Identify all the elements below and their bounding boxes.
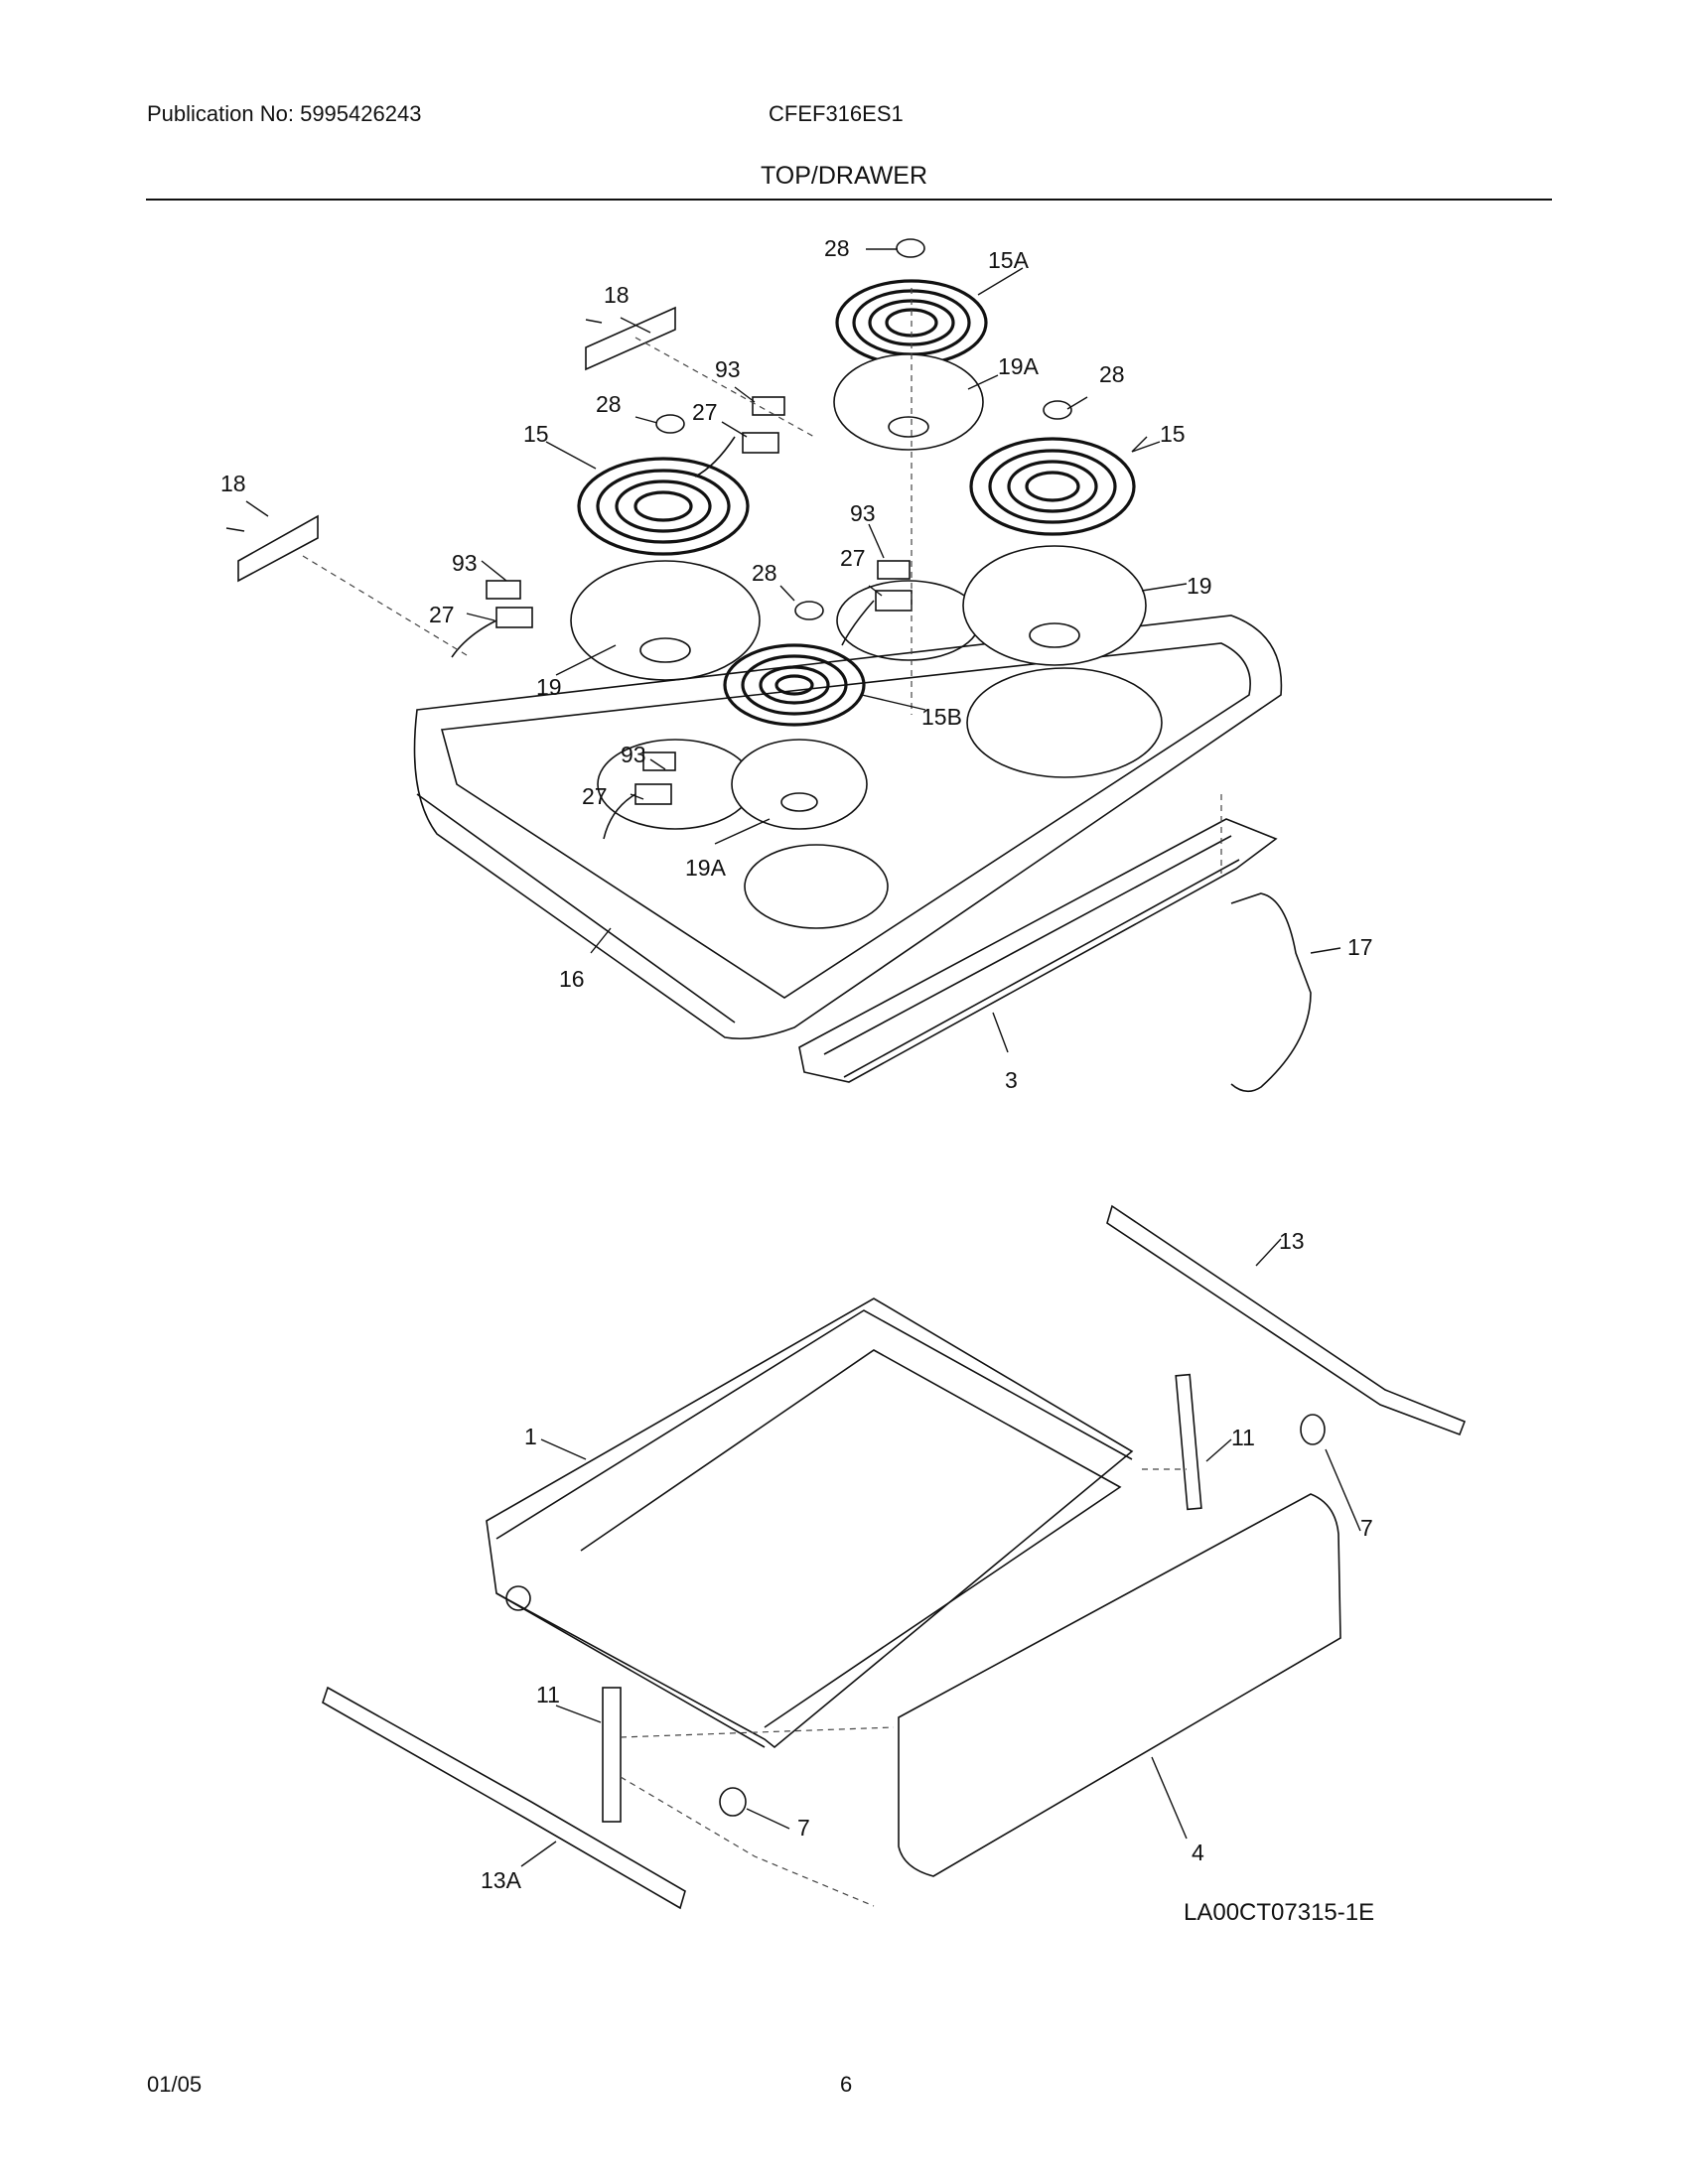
surface-element-right (969, 437, 1136, 536)
callout-13: 13 (1279, 1228, 1305, 1254)
callout-15a: 15A (988, 247, 1030, 273)
drawer-front-panel (898, 1493, 1341, 1877)
callout-93-top: 93 (715, 356, 741, 382)
assembly-guide-lines (302, 288, 1222, 874)
callout-28-top: 28 (824, 235, 850, 261)
surface-element-front-small (723, 643, 866, 727)
callout-93-center: 93 (850, 500, 876, 526)
callout-93-front: 93 (621, 742, 646, 767)
callout-7-left: 7 (797, 1815, 810, 1841)
trim-ring-28-left (655, 414, 685, 434)
trim-ring-28-center (794, 601, 824, 620)
callout-27-front: 27 (582, 783, 608, 809)
callout-28-right: 28 (1099, 361, 1125, 387)
callout-13a: 13A (481, 1867, 522, 1893)
drip-pan-right (962, 545, 1147, 666)
callout-28-center: 28 (752, 560, 777, 586)
drawer-rail-left (322, 1686, 686, 1910)
trim-ring-28-top (896, 238, 925, 258)
wire-lead (1230, 892, 1312, 1093)
callout-7-right: 7 (1360, 1515, 1373, 1541)
drawer-body (486, 1297, 1134, 1749)
front-frame-bracket (798, 818, 1278, 1083)
drawer-bracket-left (602, 1687, 622, 1823)
drawer-rail-right (1106, 1204, 1467, 1436)
publication-number: Publication No: 5995426243 (147, 101, 422, 126)
surface-element-left-rear (577, 457, 750, 556)
header-rule (146, 199, 1552, 201)
callout-18-lower: 18 (220, 471, 246, 496)
callout-11-left: 11 (536, 1682, 560, 1707)
callout-18-upper: 18 (604, 282, 630, 308)
callout-15-left: 15 (523, 421, 549, 447)
callout-4: 4 (1192, 1840, 1204, 1865)
page-number: 6 (840, 2072, 853, 2097)
drawing-code: LA00CT07315-1E (1184, 1899, 1375, 1926)
drip-pan-top-rear (833, 353, 984, 451)
drawer-guide-lines (620, 1468, 1187, 1907)
callout-3: 3 (1005, 1067, 1018, 1093)
callout-93-left: 93 (452, 550, 478, 576)
callout-11-right: 11 (1231, 1425, 1255, 1450)
callout-1: 1 (524, 1424, 537, 1449)
cooktop-panel (413, 614, 1283, 1040)
page-title: TOP/DRAWER (760, 162, 928, 190)
callout-19a-top: 19A (998, 353, 1040, 379)
bracket-18-lower (225, 514, 319, 583)
drawer-bracket-right (1175, 1373, 1202, 1511)
callout-27-center: 27 (840, 545, 866, 571)
bracket-18-upper (585, 306, 676, 371)
drawer-roller-right (1300, 1414, 1326, 1445)
callout-19a-bottom: 19A (685, 855, 727, 881)
callout-19-left: 19 (536, 674, 562, 700)
callout-15b: 15B (921, 704, 962, 730)
callout-28-left: 28 (596, 391, 622, 417)
callout-16: 16 (559, 966, 585, 992)
callout-17: 17 (1347, 934, 1373, 960)
terminal-block-group (451, 396, 913, 840)
model-number: CFEF316ES1 (769, 101, 904, 126)
drawer-roller (505, 1585, 531, 1611)
callout-leaders (245, 248, 1361, 1867)
drawer-roller-left (719, 1787, 747, 1817)
drip-pan-left (570, 560, 761, 681)
footer-date: 01/05 (147, 2072, 203, 2097)
callout-19-right: 19 (1187, 573, 1212, 599)
callout-27-left: 27 (429, 602, 455, 627)
callout-15-right: 15 (1160, 421, 1186, 447)
drip-pan-front-small (731, 739, 868, 830)
callout-27-top: 27 (692, 399, 718, 425)
trim-ring-28-right (1043, 400, 1072, 420)
